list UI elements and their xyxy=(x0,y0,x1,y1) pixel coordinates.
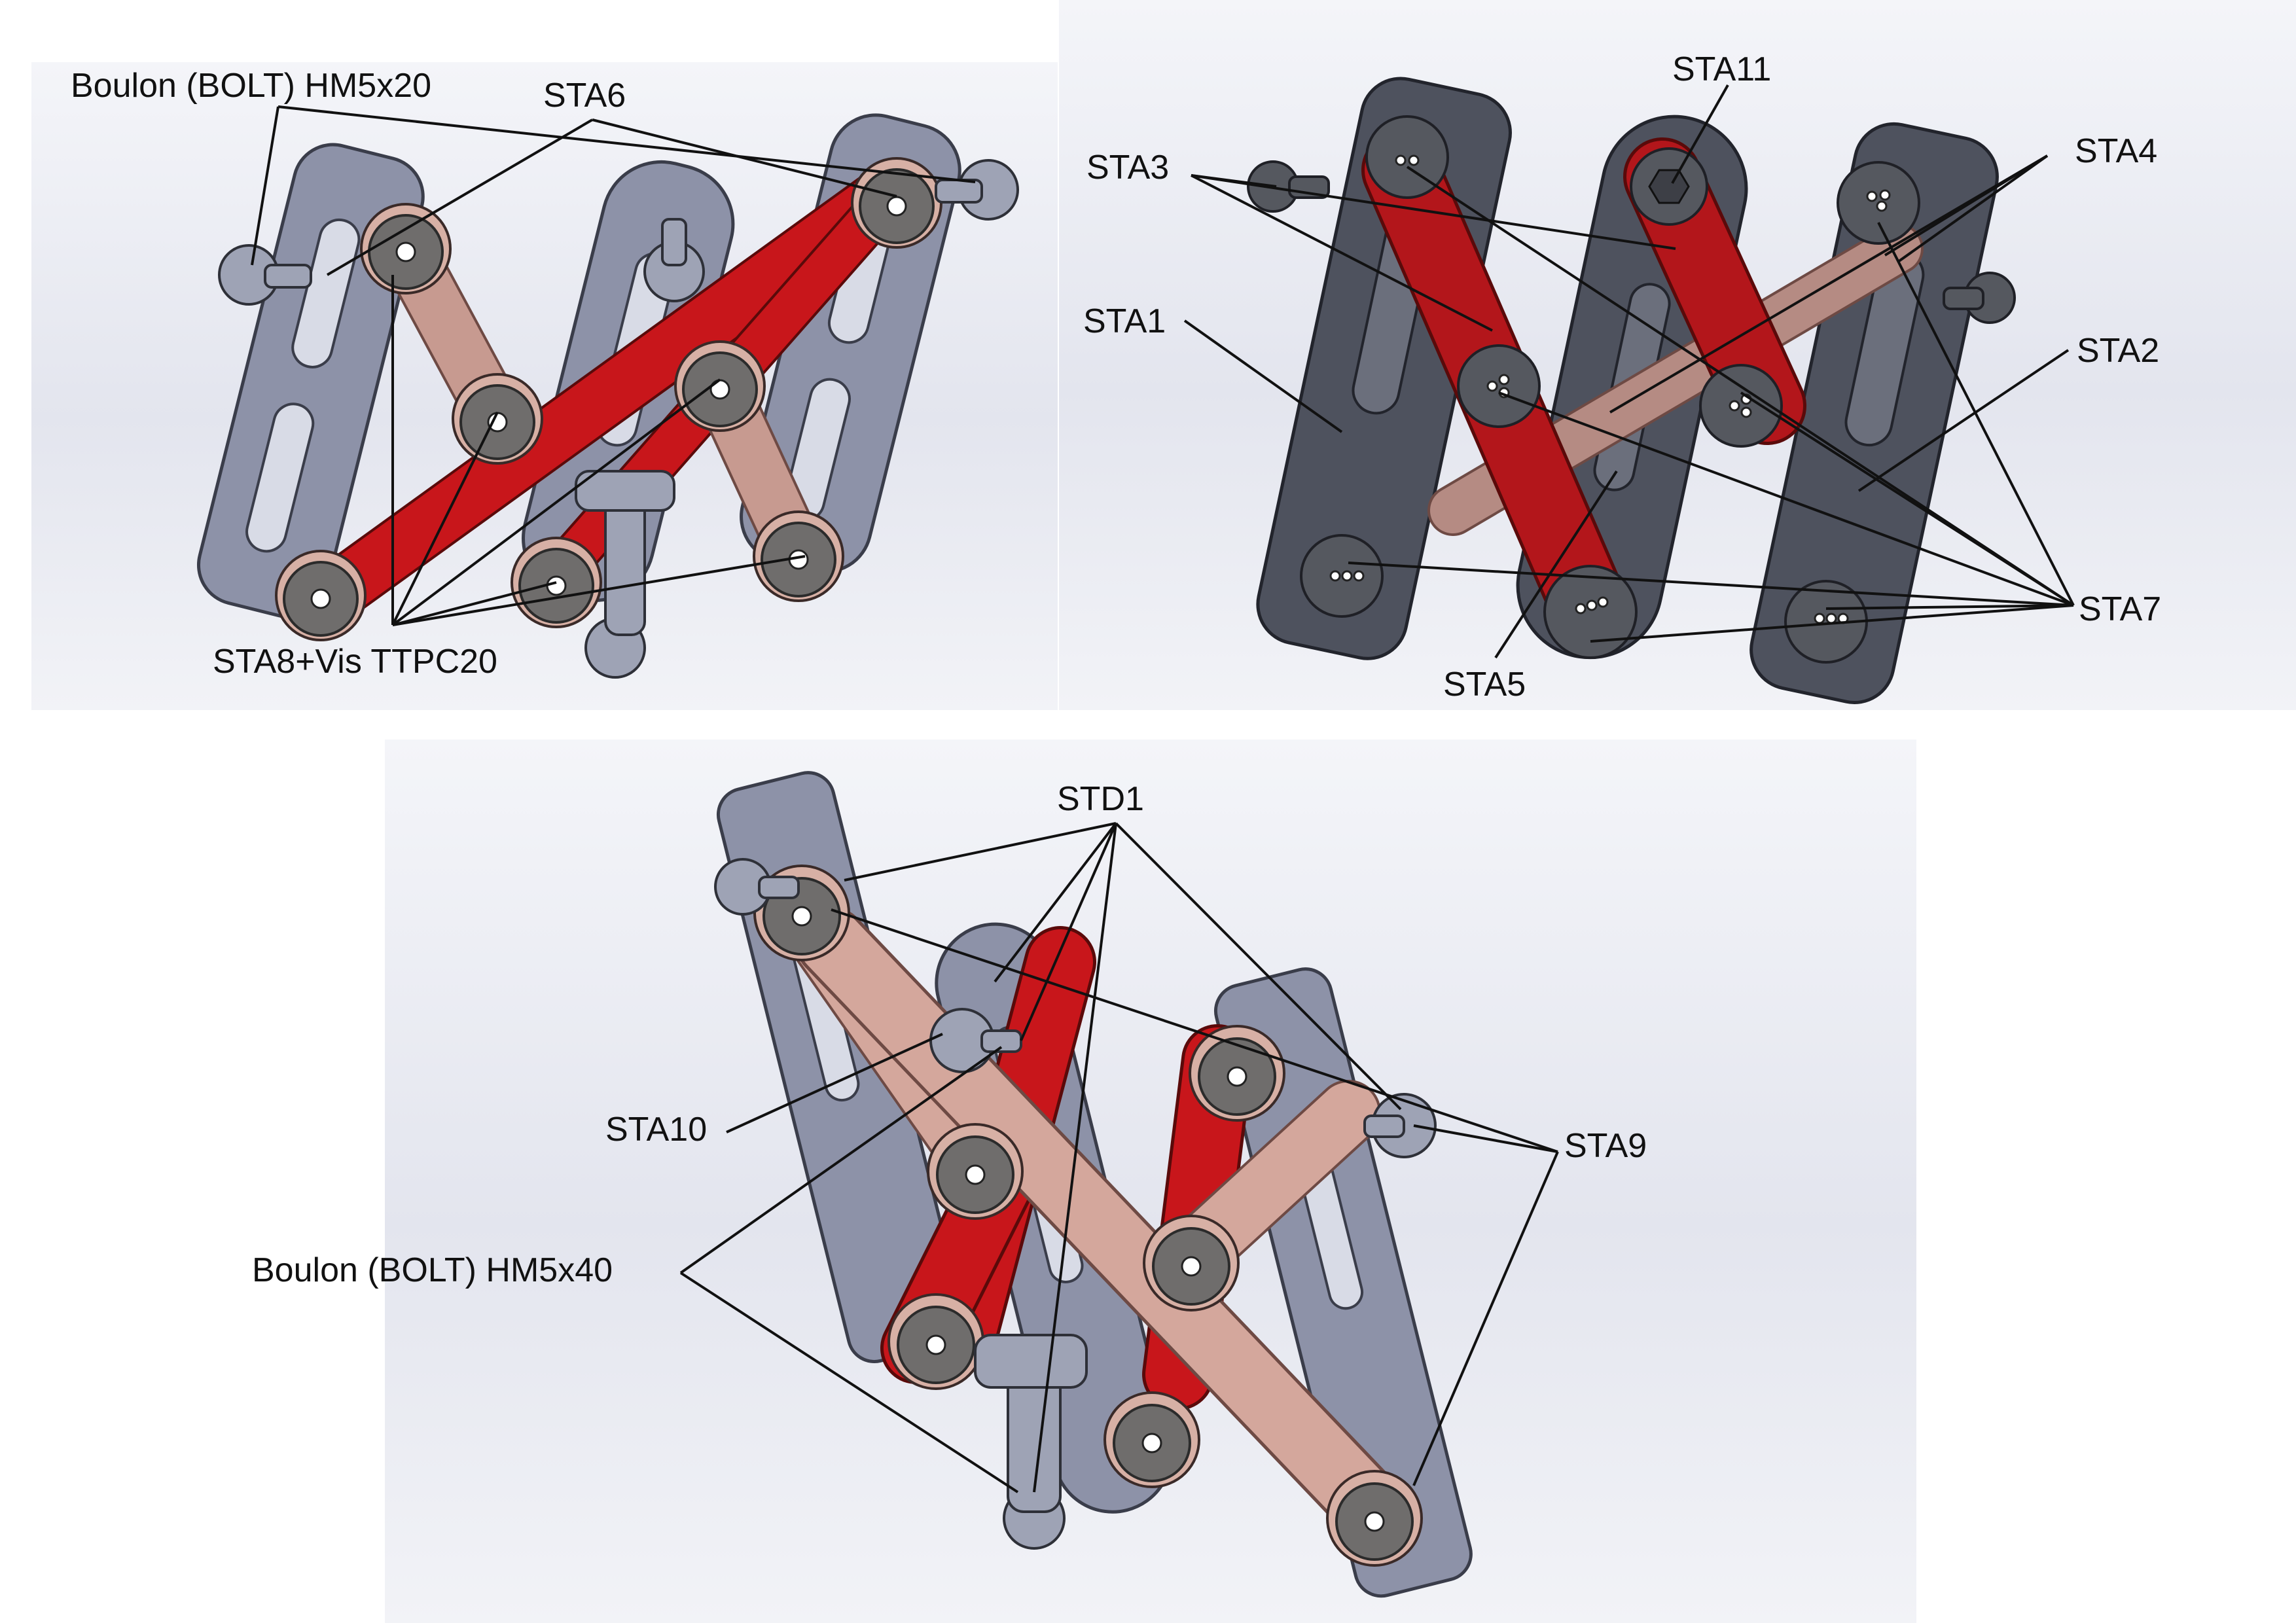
knob-right xyxy=(1363,1093,1437,1158)
roller-6 xyxy=(753,510,844,602)
roller-4 xyxy=(888,1293,984,1390)
roller-1 xyxy=(360,203,452,294)
roller-2 xyxy=(452,373,543,465)
leader-lines xyxy=(1183,84,2075,659)
knob-top-left xyxy=(714,858,800,916)
panel-top-left: Boulon (BOLT) HM5x20 STA6 STA8+Vis TTPC2… xyxy=(31,62,1058,710)
label-sta9: STA9 xyxy=(1564,1127,1647,1165)
knob-right xyxy=(1943,272,2016,324)
roller-3 xyxy=(275,550,367,641)
scissor-arm-pink-2 xyxy=(795,906,1410,1548)
pin-mid-right xyxy=(1699,364,1783,448)
label-sta8-vis: STA8+Vis TTPC20 xyxy=(213,643,497,681)
roller-5 xyxy=(674,340,766,432)
knob-bottom xyxy=(974,1334,1088,1550)
scissor-arm-red-1 xyxy=(310,166,914,619)
panel-bottom: STD1 STA10 STA9 Boulon (BOLT) HM5x40 xyxy=(252,740,1916,1623)
label-sta7: STA7 xyxy=(2079,590,2161,628)
side-plate-right xyxy=(1749,122,1999,705)
pin-bottom-left xyxy=(1300,534,1384,618)
label-std1: STD1 xyxy=(1057,780,1144,818)
label-bolt-hm5x20: Boulon (BOLT) HM5x20 xyxy=(71,67,431,105)
roller-6 xyxy=(1103,1391,1200,1488)
label-sta10: STA10 xyxy=(605,1111,707,1149)
label-sta2: STA2 xyxy=(2077,332,2159,370)
label-sta11: STA11 xyxy=(1672,50,1771,88)
label-sta1: STA1 xyxy=(1083,302,1166,340)
pin-bottom-mid xyxy=(1543,565,1638,659)
pin-top-left xyxy=(1365,115,1449,199)
panel-top-right: STA11 STA3 STA4 STA1 STA2 STA7 STA5 xyxy=(1059,0,2296,710)
knob-center-bottom xyxy=(575,470,675,679)
roller-2 xyxy=(927,1123,1024,1220)
roller-7 xyxy=(1326,1470,1423,1567)
knob-right xyxy=(935,159,1019,221)
label-bolt-hm5x40: Boulon (BOLT) HM5x40 xyxy=(252,1251,613,1289)
leader-lines xyxy=(679,822,1559,1493)
label-sta6: STA6 xyxy=(543,77,626,115)
leader-lines xyxy=(251,105,976,626)
label-sta5: STA5 xyxy=(1443,666,1526,704)
pin-sta11 xyxy=(1630,147,1708,226)
pin-mid-left xyxy=(1457,344,1541,428)
roller-5 xyxy=(1143,1215,1240,1311)
pin-bottom-right xyxy=(1784,580,1868,664)
roller-3 xyxy=(1189,1025,1285,1122)
pin-top-right xyxy=(1837,161,1920,245)
label-sta4: STA4 xyxy=(2075,132,2157,170)
label-sta3: STA3 xyxy=(1086,149,1169,187)
knob-left xyxy=(218,244,312,306)
knob-center-top xyxy=(643,218,705,302)
roller-7 xyxy=(851,157,942,249)
